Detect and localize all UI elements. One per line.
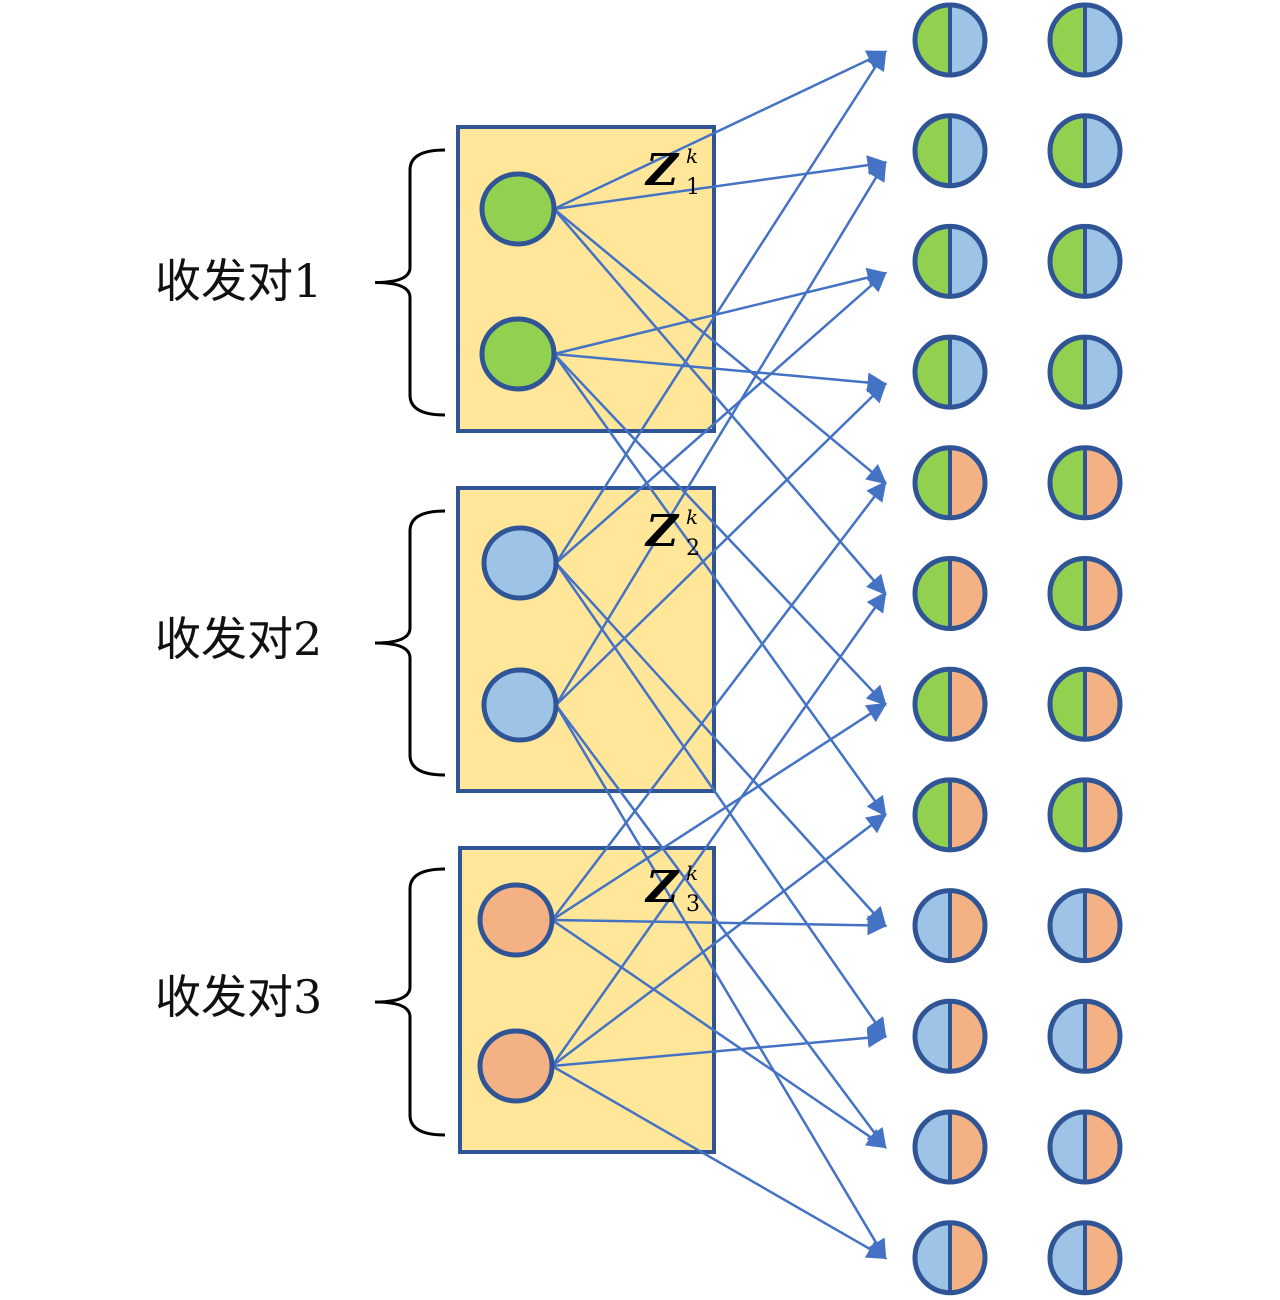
half-left-green: [1050, 115, 1085, 186]
arrow: [555, 562, 887, 928]
half-left-blue: [915, 1112, 950, 1182]
half-right-blue: [950, 226, 985, 297]
group-label-3: 收发对3: [155, 970, 322, 1024]
half-left-green: [915, 447, 950, 518]
half-left-blue: [1050, 1001, 1085, 1072]
half-right-orange: [950, 447, 985, 518]
arrow: [551, 480, 887, 921]
node-6: [477, 1028, 555, 1104]
half-left-green: [915, 115, 950, 186]
half-left-green: [1050, 669, 1085, 740]
svg-text:3: 3: [686, 892, 700, 917]
svg-text:k: k: [686, 505, 698, 529]
half-right-orange: [950, 558, 985, 629]
half-right-orange: [1085, 890, 1120, 961]
arrow: [551, 915, 888, 936]
arrow: [554, 704, 887, 1150]
svg-text:Z: Z: [644, 862, 680, 913]
arrow: [551, 813, 887, 1067]
node-4: [481, 667, 559, 743]
brace-2: [374, 509, 446, 777]
brace-1: [374, 148, 446, 417]
half-right-blue: [950, 5, 985, 75]
half-right-orange: [1085, 1001, 1120, 1072]
arrow: [552, 353, 887, 817]
half-right-orange: [1085, 558, 1120, 629]
half-left-green: [1050, 447, 1085, 518]
half-left-green: [915, 337, 950, 408]
half-right-blue: [950, 337, 985, 408]
arrow: [553, 155, 888, 211]
arrow: [551, 918, 888, 1149]
half-right-blue: [1085, 226, 1120, 297]
half-right-blue: [1085, 5, 1120, 75]
arrow: [551, 1064, 888, 1259]
half-left-blue: [915, 1001, 950, 1072]
half-right-orange: [950, 669, 985, 740]
half-right-orange: [950, 1001, 986, 1072]
half-left-green: [915, 226, 950, 297]
group-label-2: 收发对2: [155, 612, 322, 666]
arrow: [551, 1027, 888, 1068]
half-right-blue: [1085, 337, 1120, 408]
node-1: [479, 171, 557, 247]
half-right-orange: [950, 779, 985, 850]
svg-text:2: 2: [686, 536, 700, 561]
half-right-orange: [1085, 447, 1120, 518]
arrow: [553, 267, 888, 356]
svg-text:Z: Z: [644, 145, 680, 196]
half-left-green: [1050, 779, 1085, 850]
half-left-green: [1050, 558, 1085, 629]
half-right-orange: [950, 890, 985, 961]
svg-text:k: k: [686, 144, 698, 168]
half-right-orange: [950, 1222, 985, 1293]
half-left-green: [1050, 226, 1085, 297]
half-right-blue: [1085, 115, 1120, 186]
svg-text:k: k: [686, 861, 698, 885]
half-left-blue: [1050, 890, 1085, 961]
arrow: [555, 382, 887, 706]
half-right-orange: [1085, 1112, 1120, 1182]
arrow: [554, 704, 887, 1260]
half-right-orange: [1085, 669, 1120, 740]
half-left-green: [915, 669, 950, 740]
half-left-green: [915, 779, 950, 850]
node-3: [481, 525, 559, 601]
arrow: [553, 353, 887, 707]
arrow: [555, 271, 887, 564]
half-left-green: [1050, 5, 1085, 75]
svg-text:Z: Z: [644, 506, 680, 557]
node-2: [479, 316, 557, 392]
half-right-blue: [950, 115, 985, 186]
node-5: [477, 882, 555, 958]
arrow: [553, 208, 887, 596]
arrow: [551, 702, 888, 922]
half-left-blue: [1050, 1222, 1085, 1293]
arrow: [553, 50, 888, 211]
half-left-blue: [1050, 1112, 1085, 1182]
half-left-green: [915, 558, 950, 629]
half-right-orange: [1085, 1222, 1120, 1293]
arrow: [550, 591, 887, 1067]
arrow: [554, 49, 887, 564]
svg-text:1: 1: [686, 175, 700, 200]
half-left-blue: [915, 1222, 950, 1293]
brace-3: [374, 867, 446, 1137]
group-label-1: 收发对1: [155, 254, 322, 308]
half-right-orange: [1085, 779, 1120, 850]
half-left-blue: [915, 890, 950, 961]
arrow: [554, 562, 887, 1039]
half-right-orange: [950, 1112, 985, 1182]
half-left-green: [1050, 337, 1085, 408]
half-left-green: [915, 5, 950, 75]
arrow: [553, 352, 888, 393]
arrow: [554, 160, 887, 706]
